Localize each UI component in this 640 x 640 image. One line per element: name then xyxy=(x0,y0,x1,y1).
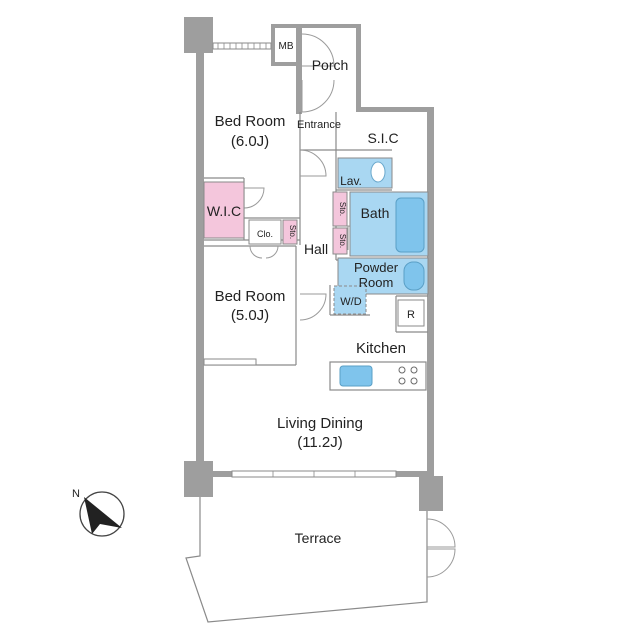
wall-right xyxy=(427,107,434,476)
north-arrow-icon: N xyxy=(72,488,125,537)
compass-label: N xyxy=(72,488,80,500)
door-terrace xyxy=(426,518,456,578)
sto-bath2-area xyxy=(332,227,348,255)
label-kitchen: Kitchen xyxy=(356,340,406,357)
wic-area xyxy=(203,181,245,239)
column-top-left xyxy=(184,17,213,53)
label-sic: S.I.C xyxy=(367,130,398,146)
label-powder-room-line1: Powder xyxy=(354,260,399,275)
clo-area xyxy=(248,219,282,245)
label-mb: MB xyxy=(279,41,294,52)
window-living-mullions xyxy=(272,471,356,477)
label-powder-room-line2: Room xyxy=(359,275,394,290)
stove-icon xyxy=(398,366,418,385)
label-lav: Lav. xyxy=(340,174,362,188)
wall-mb-bottom xyxy=(271,62,302,66)
label-fridge: R xyxy=(407,309,415,321)
door-bedroom2 xyxy=(299,293,327,321)
label-entrance: Entrance xyxy=(297,119,341,131)
label-bath: Bath xyxy=(361,205,390,221)
label-wic: W.I.C xyxy=(207,203,241,219)
door-porch xyxy=(301,33,335,67)
wall-living-bottom-left xyxy=(204,471,232,477)
label-clo: Clo. xyxy=(257,229,273,239)
column-bottom-left xyxy=(184,461,213,497)
door-clo xyxy=(249,245,279,259)
lav-toilet-icon xyxy=(370,161,386,183)
sto-hall-area xyxy=(282,219,298,245)
label-sto-bath2: Sto. xyxy=(338,234,347,248)
wall-top-right xyxy=(358,107,434,112)
terrace-outline xyxy=(185,497,428,623)
wall-mb-left xyxy=(271,24,275,66)
label-sto-bath1: Sto. xyxy=(338,202,347,216)
wall-mb-top xyxy=(271,24,361,28)
sto-bath1-area xyxy=(332,191,348,227)
fridge-icon xyxy=(397,299,425,327)
wall-living-bottom-right xyxy=(396,471,427,477)
door-entrance xyxy=(301,79,335,113)
label-bedroom1-size: (6.0J) xyxy=(231,133,269,150)
wall-porch-left xyxy=(296,24,302,114)
label-living-name: Living Dining xyxy=(277,415,363,432)
label-bedroom2-name: Bed Room xyxy=(215,288,286,305)
label-bedroom2-size: (5.0J) xyxy=(231,307,269,324)
wall-left xyxy=(196,53,204,461)
kitchen-sink-icon xyxy=(339,365,373,387)
door-bedroom1 xyxy=(299,149,327,177)
wall-porch-right xyxy=(356,24,361,112)
railing-hatch xyxy=(217,43,267,49)
bathtub-icon xyxy=(395,197,425,253)
label-sto-hall: Sto. xyxy=(288,225,297,239)
label-bedroom1-name: Bed Room xyxy=(215,113,286,130)
basin-icon xyxy=(403,261,425,291)
label-terrace: Terrace xyxy=(295,530,342,546)
label-wd: W/D xyxy=(340,296,361,308)
door-wic xyxy=(243,187,265,209)
label-hall: Hall xyxy=(304,241,328,257)
window-bedroom2 xyxy=(203,358,257,366)
label-living-size: (11.2J) xyxy=(297,434,343,451)
wd-area xyxy=(333,285,367,315)
column-bottom-right xyxy=(419,476,443,511)
label-porch: Porch xyxy=(312,57,349,73)
